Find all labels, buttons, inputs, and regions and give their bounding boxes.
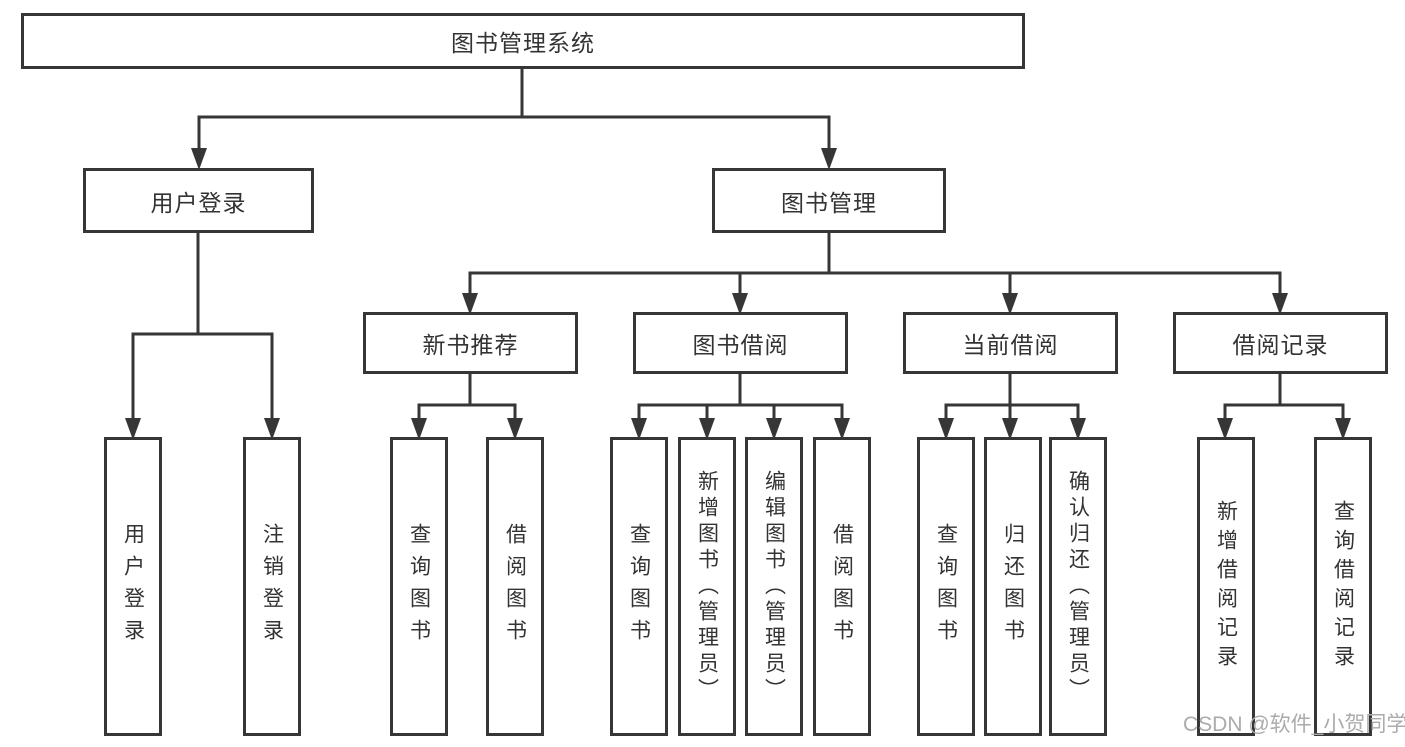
- node-borrow-records-label: 借阅记录: [1232, 332, 1329, 358]
- node-user-login-label: 用户登录: [150, 189, 247, 216]
- node-add-book-admin-label: 新增图书（管理员）: [695, 469, 719, 704]
- connector-book-borrow-children: [631, 374, 850, 440]
- node-book-mgmt: 图书管理: [712, 168, 946, 233]
- csdn-watermark: CSDN @软件_小贺同学: [1183, 713, 1405, 736]
- node-current-borrow: 当前借阅: [903, 312, 1118, 374]
- node-add-borrow-record: 新增借阅记录: [1197, 437, 1255, 736]
- node-borrow-books-1-label: 借阅图书: [503, 522, 527, 651]
- node-root-label: 图书管理系统: [451, 30, 595, 56]
- connector-new-books-children: [411, 374, 523, 440]
- node-new-books: 新书推荐: [363, 312, 578, 374]
- node-borrow-books-2-label: 借阅图书: [830, 522, 854, 651]
- connector-borrow-records-children: [1217, 374, 1351, 440]
- node-book-borrow: 图书借阅: [633, 312, 848, 374]
- node-user-login-action: 用户登录: [104, 437, 162, 736]
- node-query-borrow-record: 查询借阅记录: [1314, 437, 1372, 736]
- node-confirm-return-admin: 确认归还（管理员）: [1049, 437, 1107, 736]
- node-confirm-return-admin-label: 确认归还（管理员）: [1066, 469, 1090, 704]
- node-query-books-2: 查询图书: [610, 437, 668, 736]
- connector-current-borrow-children: [938, 374, 1086, 440]
- node-query-books-1-label: 查询图书: [407, 522, 431, 651]
- node-return-book: 归还图书: [984, 437, 1042, 736]
- node-book-mgmt-label: 图书管理: [781, 189, 877, 216]
- node-borrow-records: 借阅记录: [1173, 312, 1388, 374]
- node-add-book-admin: 新增图书（管理员）: [678, 437, 736, 736]
- node-return-book-label: 归还图书: [1001, 522, 1025, 651]
- connector-root-to-level2: [191, 69, 837, 170]
- node-user-login: 用户登录: [83, 168, 314, 233]
- node-book-borrow-label: 图书借阅: [692, 332, 789, 358]
- node-logout-action-label: 注销登录: [260, 522, 284, 651]
- node-query-books-3-label: 查询图书: [934, 522, 958, 651]
- node-query-books-1: 查询图书: [390, 437, 448, 736]
- node-borrow-books-1: 借阅图书: [486, 437, 544, 736]
- node-query-books-2-label: 查询图书: [627, 522, 651, 651]
- node-add-borrow-record-label: 新增借阅记录: [1214, 499, 1238, 674]
- node-query-books-3: 查询图书: [917, 437, 975, 736]
- node-user-login-action-label: 用户登录: [121, 522, 145, 651]
- node-edit-book-admin: 编辑图书（管理员）: [745, 437, 803, 736]
- connector-book-mgmt-to-level3: [462, 233, 1288, 315]
- node-edit-book-admin-label: 编辑图书（管理员）: [762, 469, 786, 704]
- node-new-books-label: 新书推荐: [422, 332, 519, 358]
- node-current-borrow-label: 当前借阅: [962, 332, 1059, 358]
- node-query-borrow-record-label: 查询借阅记录: [1331, 499, 1355, 674]
- node-root: 图书管理系统: [21, 13, 1025, 69]
- connector-user-login-children: [125, 233, 280, 440]
- node-borrow-books-2: 借阅图书: [813, 437, 871, 736]
- node-logout-action: 注销登录: [243, 437, 301, 736]
